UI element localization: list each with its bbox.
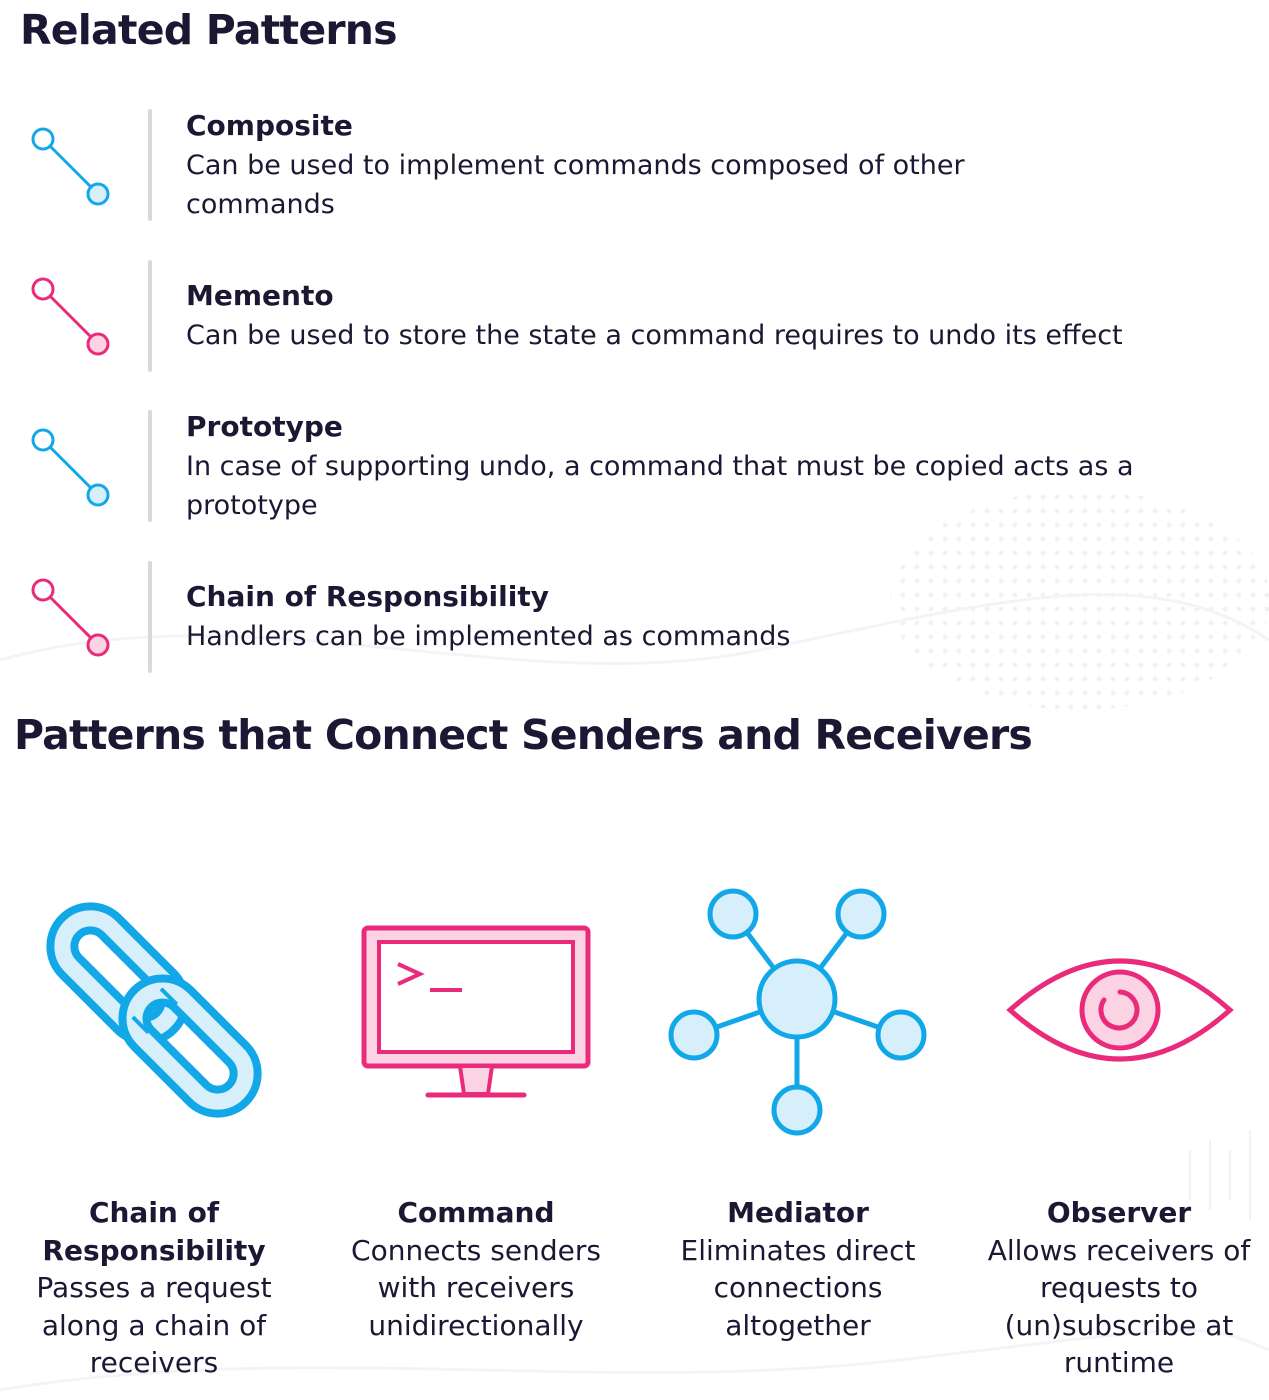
divider-bar <box>148 109 152 221</box>
related-patterns-title: Related Patterns <box>20 6 398 54</box>
eye-icon <box>1006 958 1234 1062</box>
divider-bar <box>148 260 152 372</box>
related-item-description: Can be used to implement commands compos… <box>186 150 965 220</box>
related-item-description: Handlers can be implemented as commands <box>186 621 791 652</box>
related-item-name: Chain of Responsibility <box>186 580 549 613</box>
connect-item-name: Observer <box>1046 1196 1192 1229</box>
connect-item-command: Command Connects senders with receivers … <box>326 1194 626 1344</box>
connect-item-name: Command <box>397 1196 555 1229</box>
connect-item-description: Connects senders with receivers unidirec… <box>351 1233 601 1342</box>
connect-item-description: Eliminates direct connections altogether <box>680 1233 916 1342</box>
related-item-name: Memento <box>186 279 334 312</box>
related-item-composite: Composite Can be used to implement comma… <box>0 109 1269 221</box>
related-item-prototype: Prototype In case of supporting undo, a … <box>0 410 1269 522</box>
connect-item-description: Passes a request along a chain of receiv… <box>36 1271 272 1379</box>
related-item-name: Composite <box>186 109 353 142</box>
connect-item-chain-of-responsibility: Chain of Responsibility Passes a request… <box>4 1194 304 1382</box>
link-node-icon <box>31 578 110 657</box>
related-item-description: In case of supporting undo, a command th… <box>186 451 1134 521</box>
connect-item-name: Mediator <box>727 1196 869 1229</box>
link-node-icon <box>31 127 110 206</box>
monitor-terminal-icon <box>361 925 591 1098</box>
chain-link-icon <box>46 902 262 1118</box>
related-item-chain-of-responsibility: Chain of Responsibility Handlers can be … <box>0 561 1269 673</box>
divider-bar <box>148 561 152 673</box>
connect-patterns-title: Patterns that Connect Senders and Receiv… <box>14 711 1033 759</box>
link-node-icon <box>31 428 110 507</box>
related-item-memento: Memento Can be used to store the state a… <box>0 260 1269 372</box>
connect-item-description: Allows receivers of requests to (un)subs… <box>987 1233 1251 1380</box>
related-item-description: Can be used to store the state a command… <box>186 320 1123 351</box>
network-hub-icon <box>668 888 927 1136</box>
connect-item-mediator: Mediator Eliminates direct connections a… <box>648 1194 948 1344</box>
connect-item-observer: Observer Allows receivers of requests to… <box>969 1194 1269 1382</box>
link-node-icon <box>31 277 110 356</box>
related-item-name: Prototype <box>186 410 343 443</box>
divider-bar <box>148 410 152 522</box>
connect-item-name: Chain of Responsibility <box>42 1196 266 1267</box>
